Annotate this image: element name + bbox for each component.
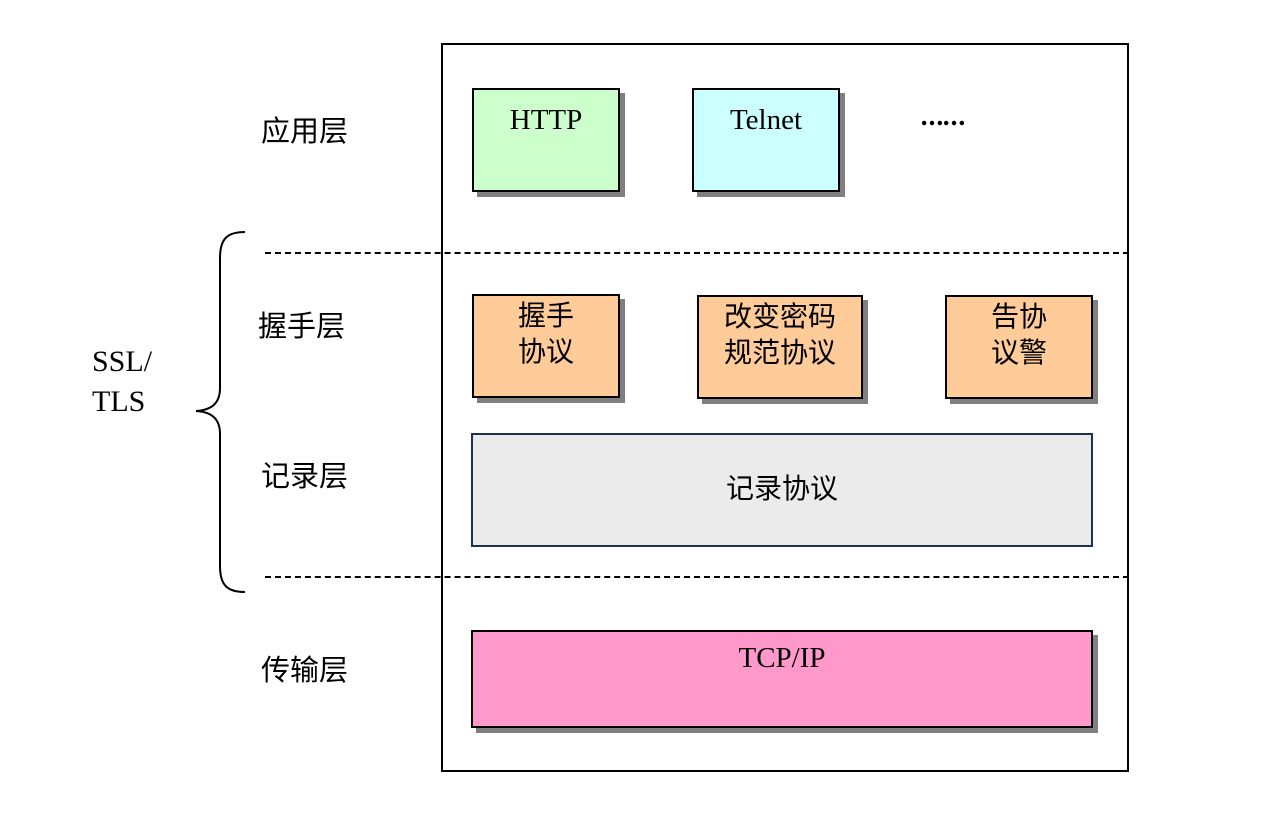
alert-line1: 告协 bbox=[990, 300, 1047, 333]
separator-app-ssl bbox=[265, 252, 1129, 254]
change-cipher-line1: 改变密码 bbox=[723, 300, 836, 333]
layer-label-handshake: 握手层 bbox=[258, 309, 346, 343]
layer-label-application: 应用层 bbox=[261, 114, 349, 148]
protocol-box-change-cipher-spec: 改变密码 规范协议 bbox=[697, 295, 863, 399]
stack-frame bbox=[441, 43, 1129, 772]
protocol-box-alert: 告协 议警 bbox=[945, 295, 1093, 399]
group-label-line2: TLS bbox=[92, 385, 146, 418]
handshake-line2: 协议 bbox=[517, 335, 574, 368]
record-protocol-label: 记录协议 bbox=[725, 472, 838, 505]
protocol-box-telnet: Telnet bbox=[692, 88, 840, 192]
protocol-label-telnet: Telnet bbox=[729, 104, 803, 136]
alert-line2: 议警 bbox=[990, 336, 1047, 369]
protocol-box-http: HTTP bbox=[472, 88, 620, 192]
protocol-label-http: HTTP bbox=[509, 104, 583, 136]
layer-label-transport: 传输层 bbox=[261, 653, 349, 687]
protocol-box-handshake: 握手 协议 bbox=[472, 294, 620, 398]
protocol-label-tcp-ip: TCP/IP bbox=[738, 642, 826, 674]
ellipsis-more-protocols: …… bbox=[920, 102, 966, 131]
protocol-box-tcp-ip: TCP/IP bbox=[471, 630, 1093, 728]
group-label-ssl-tls: SSL/ TLS bbox=[92, 342, 152, 422]
layer-label-record: 记录层 bbox=[261, 459, 349, 493]
ssl-tls-brace bbox=[195, 231, 246, 593]
handshake-line1: 握手 bbox=[517, 299, 574, 332]
separator-ssl-transport bbox=[265, 576, 1129, 578]
protocol-box-record: 记录协议 bbox=[471, 433, 1093, 547]
group-label-line1: SSL/ bbox=[92, 345, 153, 378]
change-cipher-line2: 规范协议 bbox=[723, 336, 836, 369]
